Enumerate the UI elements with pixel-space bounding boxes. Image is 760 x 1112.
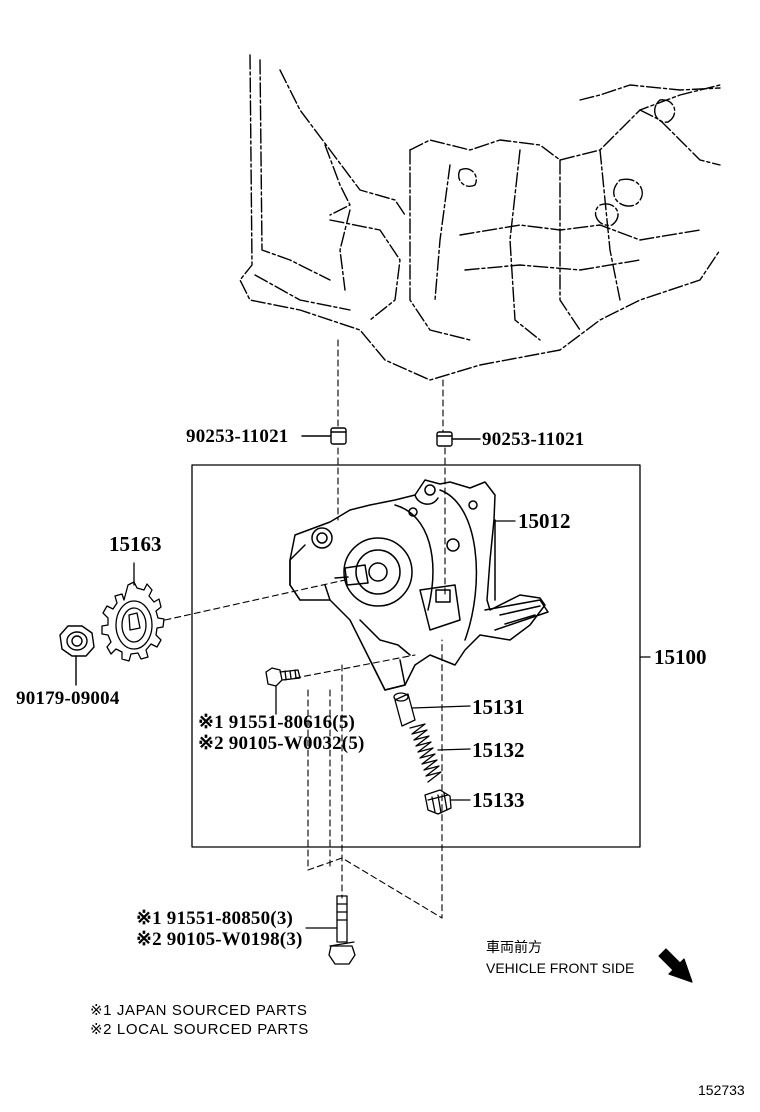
alignment-lines [164, 339, 446, 919]
bolt-long-local: ※2 90105-W0198(3) [136, 929, 303, 950]
plug [424, 789, 471, 815]
part-number-90253-left: 90253-11021 [186, 426, 289, 447]
legend-japan-sourced: ※1 JAPAN SOURCED PARTS [90, 1002, 308, 1019]
bolt-small-japan: ※1 91551-80616(5) [198, 712, 356, 733]
front-label-en: VEHICLE FRONT SIDE [486, 960, 635, 976]
legend-local-sourced: ※2 LOCAL SOURCED PARTS [90, 1021, 309, 1038]
small-bolt [265, 667, 301, 715]
bolt-long-japan: ※1 91551-80850(3) [136, 908, 294, 929]
engine-block [239, 54, 721, 381]
part-number-15163: 15163 [109, 532, 162, 556]
sprocket [101, 562, 165, 662]
bolt-small-local: ※2 90105-W0032(5) [198, 733, 365, 754]
part-number-90179: 90179-09004 [16, 688, 120, 709]
part-number-15131: 15131 [472, 695, 525, 719]
dowel-pin-left [301, 427, 347, 445]
part-number-90253-right: 90253-11021 [482, 429, 585, 450]
front-label-jp: 車両前方 [486, 939, 542, 955]
part-number-15133: 15133 [472, 788, 525, 812]
dowel-pin-right [436, 431, 481, 447]
part-number-15132: 15132 [472, 738, 525, 762]
compression-spring [409, 723, 471, 783]
arrow-down-right-icon [658, 948, 693, 983]
illustration-number: 152733 [698, 1082, 745, 1098]
assembly-frame [191, 464, 641, 848]
relief-valve [393, 692, 471, 727]
part-number-15100: 15100 [654, 645, 707, 669]
nut [59, 625, 95, 686]
oil-pump-body [289, 479, 549, 691]
long-bolt [305, 895, 356, 965]
part-number-15012: 15012 [518, 509, 571, 533]
